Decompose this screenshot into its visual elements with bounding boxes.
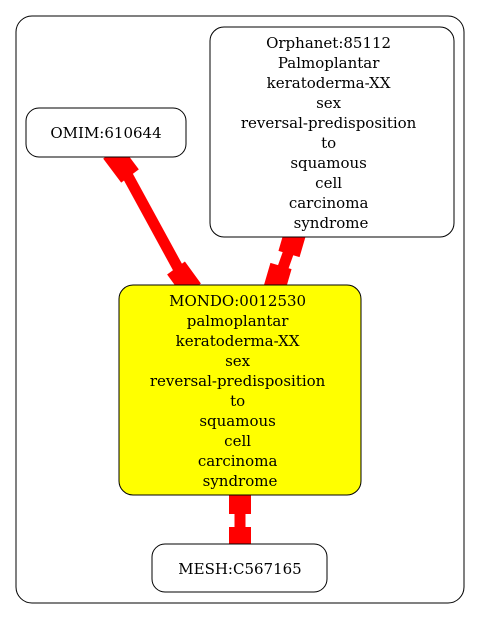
node-omim[interactable]: OMIM:610644 xyxy=(25,107,187,158)
node-mondo[interactable]: MONDO:0012530 palmoplantar keratoderma-X… xyxy=(118,284,362,496)
node-orphanet[interactable]: Orphanet:85112 Palmoplantar keratoderma-… xyxy=(209,26,455,238)
node-orphanet-label: Orphanet:85112 Palmoplantar keratoderma-… xyxy=(241,34,421,232)
node-mesh[interactable]: MESH:C567165 xyxy=(151,543,328,593)
node-mondo-label: MONDO:0012530 palmoplantar keratoderma-X… xyxy=(150,292,330,490)
node-mesh-label: MESH:C567165 xyxy=(178,560,301,578)
node-omim-label: OMIM:610644 xyxy=(50,124,161,142)
